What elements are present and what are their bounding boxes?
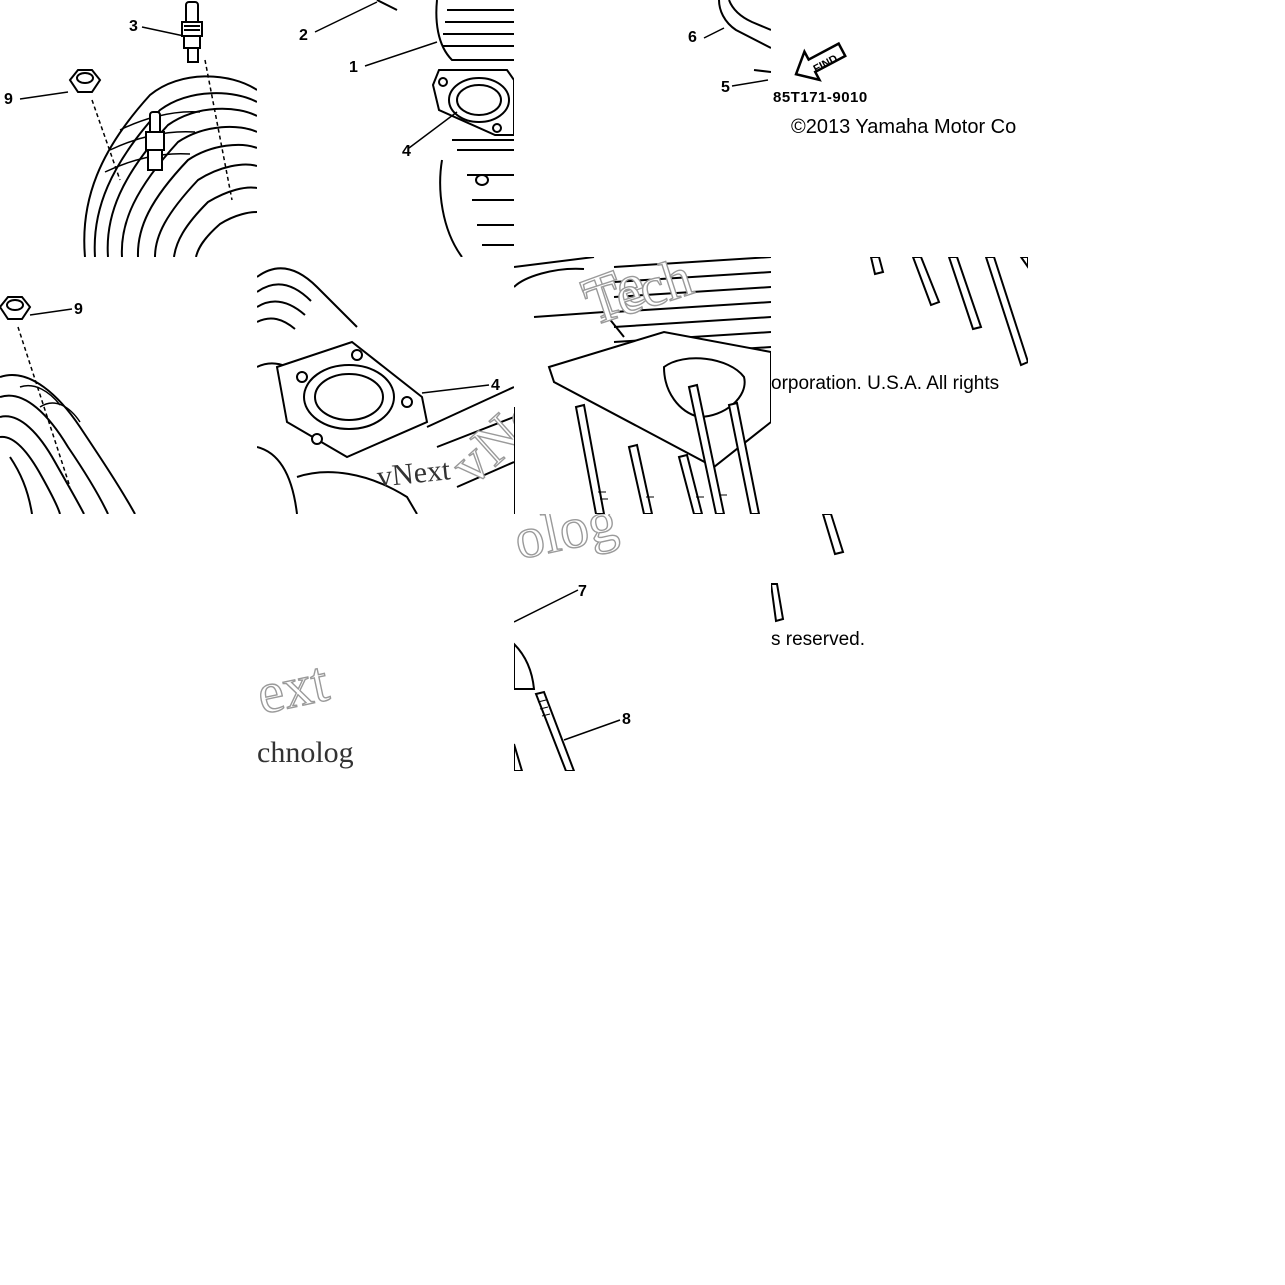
callout-1: 1 (349, 59, 358, 76)
tile-gasket-corner: 6 5 (514, 0, 771, 257)
copyright-line-3: s reserved. (771, 629, 865, 650)
cylinder-head-drawing: 3 9 (4, 1, 257, 257)
callout-6: 6 (688, 29, 697, 46)
find-arrow-drawing: FIND (794, 41, 847, 82)
tile-studs-lower (771, 514, 891, 627)
copyright-line-2: orporation. U.S.A. All rights (771, 373, 1000, 394)
callout-8: 8 (622, 711, 631, 728)
tile-studs-upper (771, 257, 1028, 370)
copyright-line-1: ©2013 Yamaha Motor Co (791, 116, 1017, 138)
cylinder-head-side-drawing: 9 (0, 296, 136, 514)
callout-9: 9 (4, 91, 13, 108)
studs-lower-drawing (771, 514, 845, 623)
gasket-corner-drawing: 6 5 (688, 0, 771, 96)
stud-callouts-drawing: 7 8 (514, 583, 631, 771)
tile-watermark-fragment: ext chnolog (257, 514, 377, 771)
cylinder-upper-drawing: 2 1 4 (299, 0, 514, 257)
cylinder-base-drawing (514, 257, 771, 514)
copyright-clip-3: s reserved. (771, 627, 891, 657)
callout-3: 3 (129, 18, 138, 35)
studs-upper-drawing (869, 257, 1028, 367)
callout-9-lower: 9 (74, 301, 83, 318)
callout-7: 7 (578, 583, 587, 600)
watermark-technolog: chnolog (257, 736, 354, 769)
callout-5: 5 (721, 79, 730, 96)
tile-cylinder-head-top: 3 9 (0, 0, 257, 257)
tile-cylinder-base: Te (514, 257, 771, 514)
copyright-clip-1: ©2013 Yamaha Motor Co (771, 110, 1028, 140)
callout-4-lower: 4 (491, 377, 500, 394)
watermark-next: ext (257, 648, 335, 728)
callout-2: 2 (299, 27, 308, 44)
copyright-clip-2: orporation. U.S.A. All rights (771, 370, 1028, 400)
tile-cylinder-head-side: 9 (0, 257, 257, 514)
tile-cylinder-upper: 2 1 4 (257, 0, 514, 257)
callout-4: 4 (402, 143, 411, 160)
head-gasket-drawing: 4 (257, 267, 514, 514)
tile-stud-callouts: 7 8 olog (514, 514, 771, 771)
tile-find-and-code: FIND (771, 0, 1028, 110)
part-code: 85T171-9010 (773, 89, 868, 106)
tile-head-gasket: 4 vNext vNe (257, 257, 514, 514)
